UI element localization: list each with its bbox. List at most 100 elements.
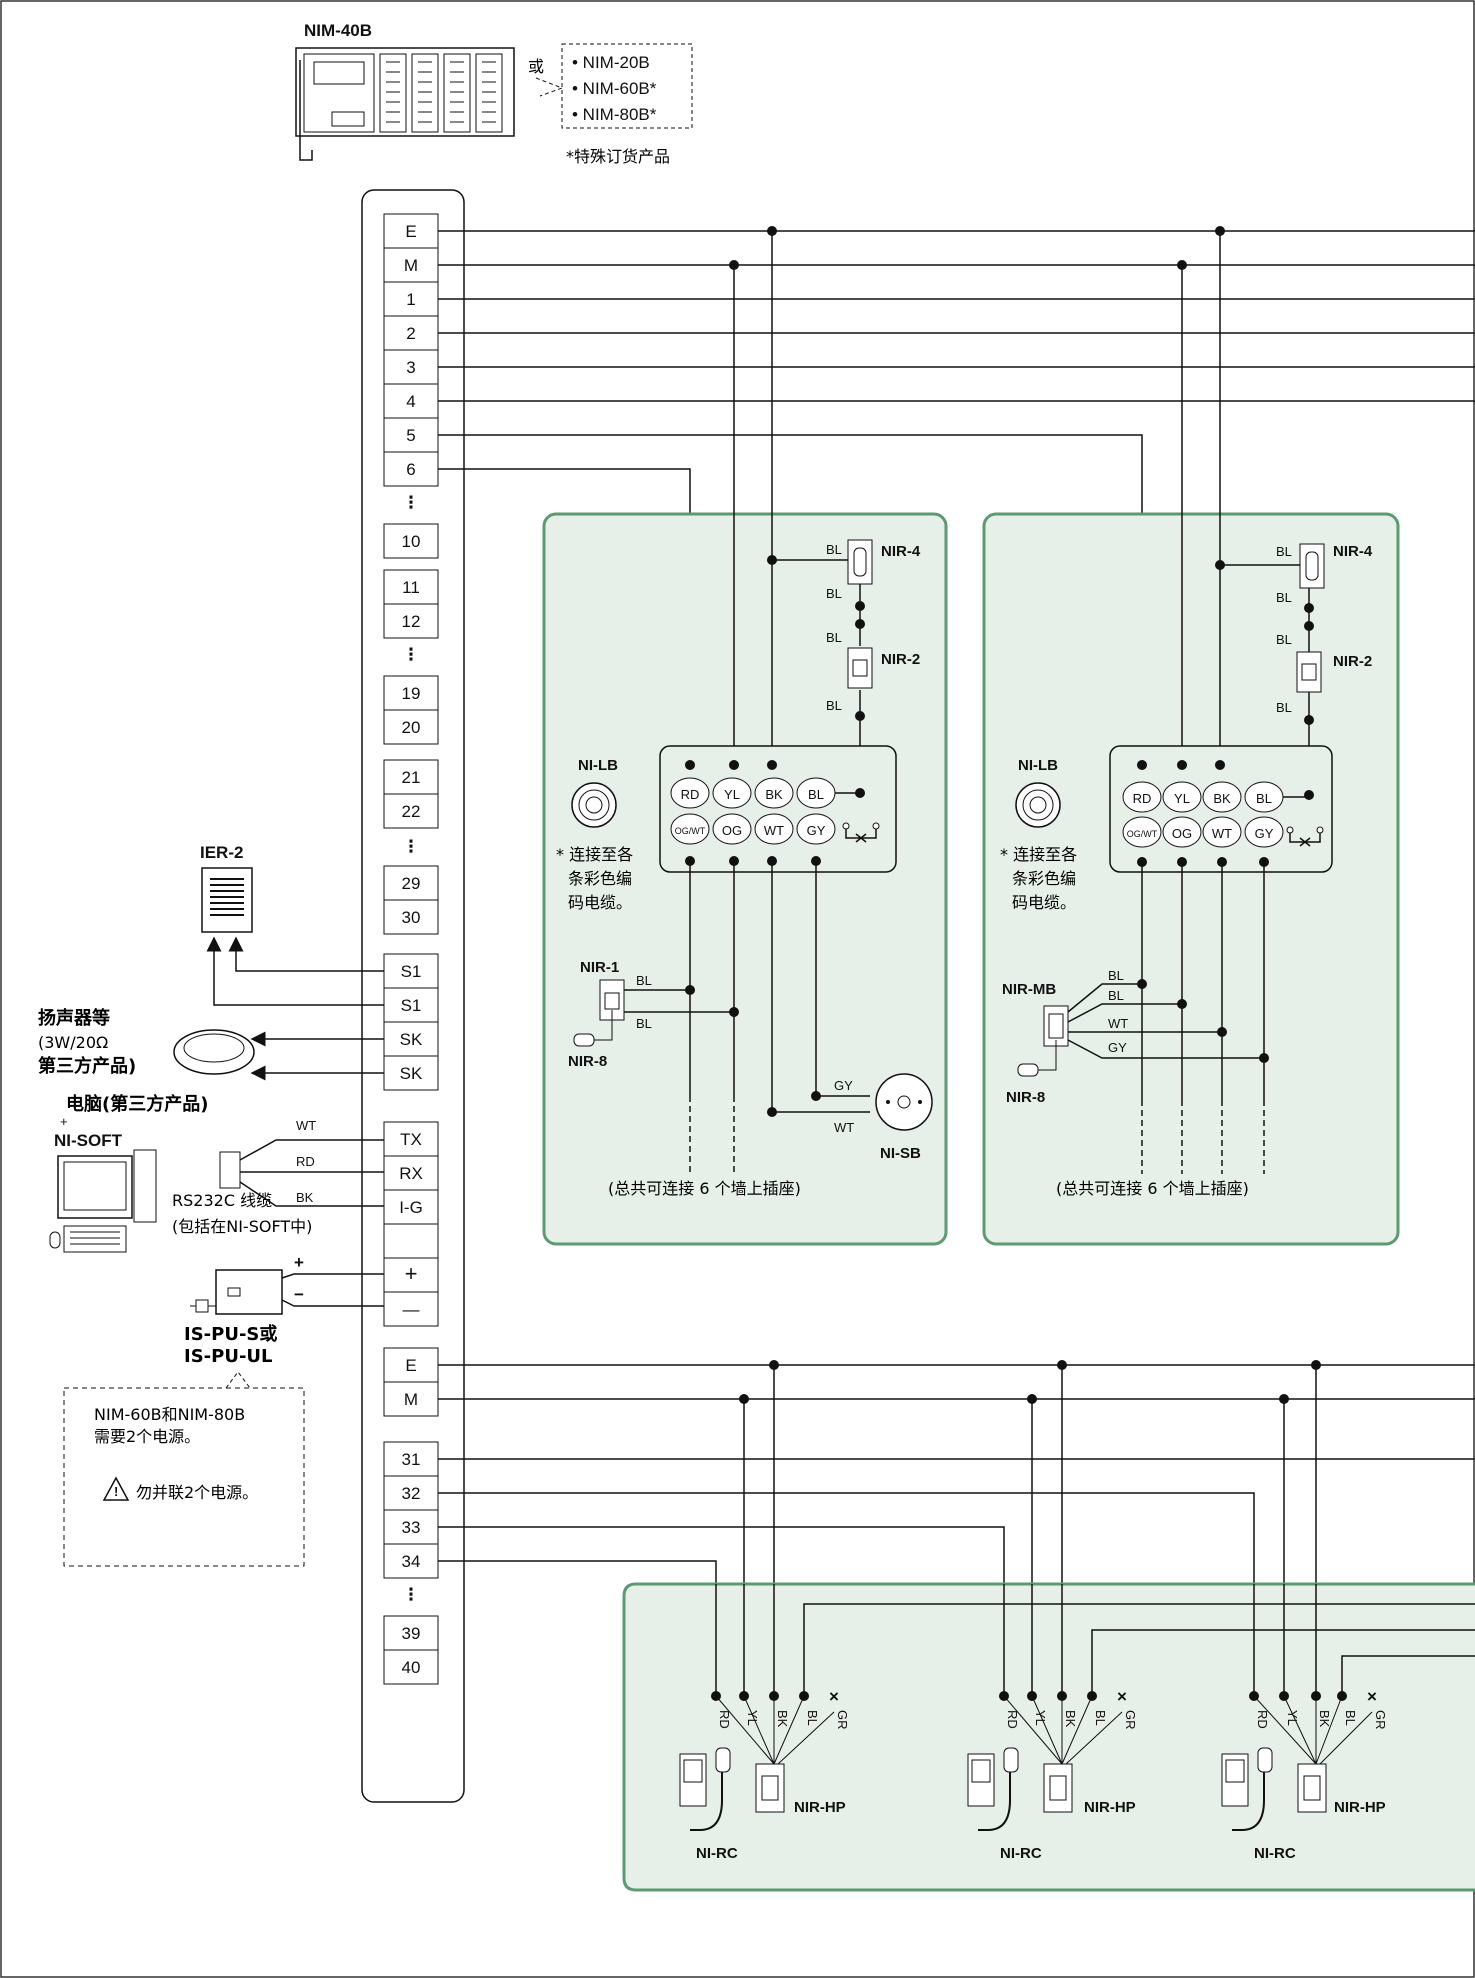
terminal-plus: + (405, 1261, 418, 1286)
nirmb-wire-1: BL (1108, 968, 1124, 983)
master-station: NIM-40B 或 • NIM-20B • NIM-60B* • NIM-80B… (295, 21, 693, 166)
nisb-wt: WT (834, 1120, 854, 1135)
terminal-SK-b: SK (400, 1064, 423, 1083)
terminal-IG: I-G (399, 1198, 423, 1217)
bl-a3: BL (826, 630, 842, 645)
bl-a2: BL (826, 586, 842, 601)
u3-gr: GR (1373, 1710, 1388, 1730)
x-mark-2: × (1117, 1687, 1127, 1706)
psu-name-b: IS-PU-UL (184, 1346, 273, 1367)
pc-soft: NI-SOFT (54, 1131, 123, 1150)
nir2-label-b: NIR-2 (1333, 653, 1372, 670)
speaker-spec: (3W/20Ω (38, 1033, 108, 1052)
left-peripherals: IER-2 扬声器等 (3W/20Ω 第三方产品) 电脑(第三方产品) + NI… (38, 843, 384, 1567)
terminal-S1-b: S1 (401, 996, 422, 1015)
terminal-5: 5 (406, 426, 415, 445)
u3-bl: BL (1343, 1710, 1358, 1726)
alt-model-3: • NIM-80B* (572, 105, 657, 124)
terminal-SK-a: SK (400, 1030, 423, 1049)
nilb-note-a-1: * 连接至各 (556, 845, 633, 864)
terminal-21: 21 (402, 768, 421, 787)
nir1-label: NIR-1 (580, 959, 619, 976)
ellipsis-1: ⋮ (403, 493, 420, 512)
u2-nirc: NI-RC (1000, 1845, 1042, 1862)
u2-bk: BK (1063, 1710, 1078, 1728)
wire-bk: BK (296, 1190, 314, 1205)
psu-plus: + (294, 1253, 304, 1272)
terminal-E: E (405, 222, 416, 241)
u2-gr: GR (1123, 1710, 1138, 1730)
term-a-gy: GY (807, 823, 826, 838)
u2-yl: YL (1033, 1710, 1048, 1726)
nilb-label-a: NI-LB (578, 757, 618, 774)
terminal-E2: E (405, 1356, 416, 1375)
nilb-note-b-1: * 连接至各 (1000, 845, 1077, 864)
ier-label: IER-2 (200, 843, 243, 862)
nir1-bl-1: BL (636, 973, 652, 988)
u1-yl: YL (745, 1710, 760, 1726)
terminal-10: 10 (402, 532, 421, 551)
psu-minus: − (294, 1285, 304, 1304)
terminal-19: 19 (402, 684, 421, 703)
special-order-note: *特殊订货产品 (566, 147, 670, 166)
nisb-gy: GY (834, 1078, 853, 1093)
nirmb-wire-3: WT (1108, 1016, 1128, 1031)
term-b-og: OG (1172, 826, 1192, 841)
ellipsis-2: ⋮ (403, 645, 420, 664)
term-a-bk: BK (765, 787, 783, 802)
u3-nirc: NI-RC (1254, 1845, 1296, 1862)
terminal-group-1: E M 1 2 3 4 5 6 (383, 213, 439, 487)
alt-prefix: 或 (528, 57, 544, 76)
u1-gr: GR (835, 1710, 850, 1730)
u3-bk: BK (1317, 1710, 1332, 1728)
bl-a1: BL (826, 542, 842, 557)
u2-bl: BL (1093, 1710, 1108, 1726)
term-a-wt: WT (764, 823, 784, 838)
terminal-S1-a: S1 (401, 962, 422, 981)
room-panel-a: NIR-4 BL BL BL BL NIR-2 RD YL BK BL OG/W… (542, 226, 948, 1246)
terminal-TX: TX (400, 1130, 422, 1149)
bottom-room-panel: × RD YL BK BL GR NIR-HP NI-RC × RD YL BK… (622, 1582, 1475, 1892)
nilb-note-a-2: 条彩色编 (568, 869, 632, 888)
u1-bk: BK (775, 1710, 790, 1728)
alt-model-1: • NIM-20B (572, 53, 650, 72)
room-panel-b: NIR-4 BL BL BL BL NIR-2 RD YL BK BL OG/W… (982, 226, 1400, 1246)
terminal-minus: — (403, 1300, 420, 1319)
u2-rd: RD (1005, 1710, 1020, 1729)
term-b-wt: WT (1212, 826, 1232, 841)
u3-yl: YL (1285, 1710, 1300, 1726)
bl-b2: BL (1276, 590, 1292, 605)
x-mark-1: × (829, 1687, 839, 1706)
psu-warning: 勿并联2个电源。 (136, 1483, 258, 1502)
terminal-6: 6 (406, 460, 415, 479)
nir2-label-a: NIR-2 (881, 651, 920, 668)
nirhp-unit-1: × RD YL BK BL GR NIR-HP NI-RC (679, 1687, 850, 1862)
bl-b4: BL (1276, 700, 1292, 715)
u1-rd: RD (717, 1710, 732, 1729)
x-mark-3: × (1367, 1687, 1377, 1706)
terminal-11: 11 (402, 578, 420, 597)
rs232-label: RS232C 线缆 (172, 1191, 272, 1210)
nilb-note-a-3: 码电缆。 (568, 893, 632, 912)
term-b-bk: BK (1213, 791, 1231, 806)
psu-note-1: NIM-60B和NIM-80B (94, 1405, 245, 1424)
nilb-note-b-3: 码电缆。 (1012, 893, 1076, 912)
terminal-M2: M (404, 1390, 418, 1409)
pc-plus: + (60, 1114, 68, 1129)
bl-b3: BL (1276, 632, 1292, 647)
bl-a4: BL (826, 698, 842, 713)
term-b-rd: RD (1133, 791, 1152, 806)
nirmb-label: NIR-MB (1002, 981, 1056, 998)
pc-label: 电脑(第三方产品) (66, 1093, 208, 1115)
warning-mark: ! (114, 1484, 118, 1499)
u1-nirc: NI-RC (696, 1845, 738, 1862)
terminal-2: 2 (406, 324, 415, 343)
terminal-1: 1 (406, 290, 415, 309)
terminal-20: 20 (402, 718, 421, 737)
master-model: NIM-40B (304, 21, 372, 40)
wire-wt: WT (296, 1118, 316, 1133)
nilb-note-b-2: 条彩色编 (1012, 869, 1076, 888)
u3-rd: RD (1255, 1710, 1270, 1729)
u1-bl: BL (805, 1710, 820, 1726)
